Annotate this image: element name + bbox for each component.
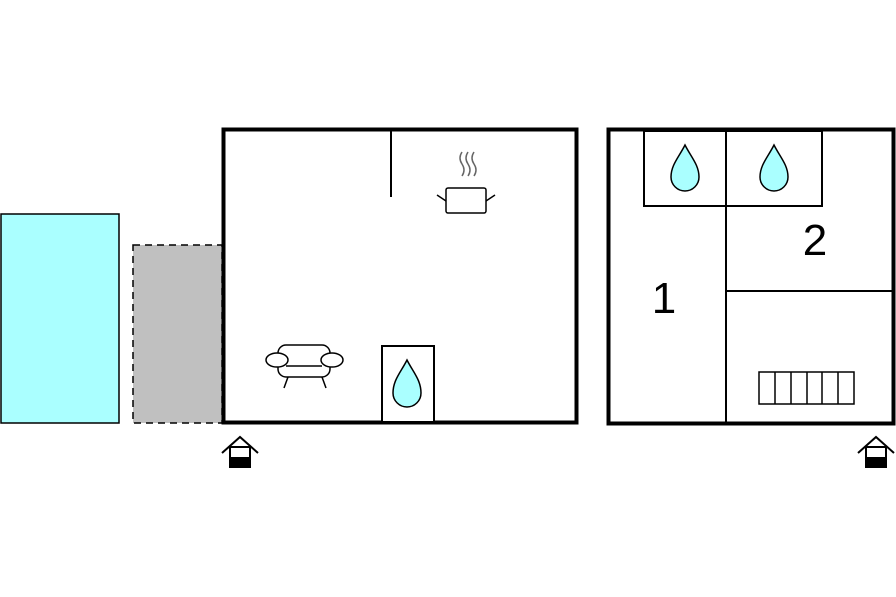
room-label-1: 1 bbox=[652, 274, 676, 323]
entrance-icon bbox=[857, 435, 895, 468]
sofa-icon bbox=[265, 344, 344, 389]
room-label-2: 2 bbox=[803, 216, 827, 265]
bathroom-upper bbox=[643, 130, 823, 207]
pool-area bbox=[0, 213, 120, 424]
water-drop-icon bbox=[759, 143, 789, 192]
water-drop-icon bbox=[670, 143, 700, 192]
terrace-area bbox=[132, 244, 223, 424]
entrance-icon bbox=[221, 435, 259, 468]
water-drop-icon bbox=[392, 358, 422, 408]
cooking-pot-icon bbox=[436, 151, 496, 214]
radiator-icon bbox=[758, 371, 855, 405]
second-building bbox=[606, 127, 896, 426]
